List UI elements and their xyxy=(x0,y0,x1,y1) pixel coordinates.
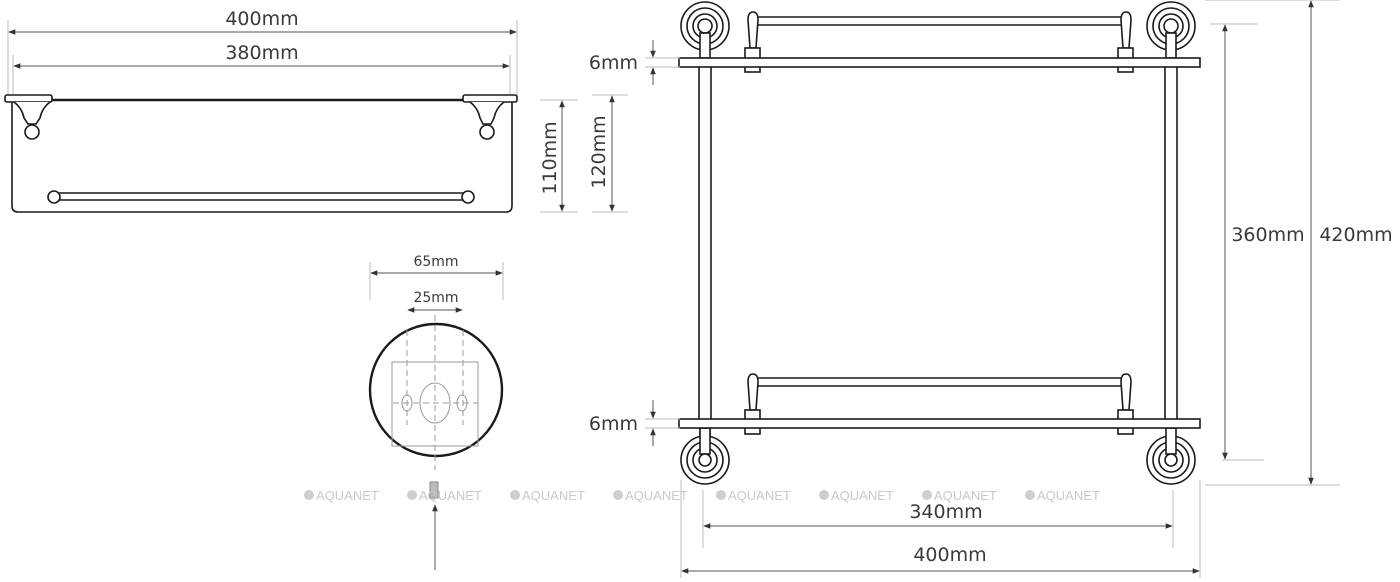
svg-text:AQUANET: AQUANET xyxy=(419,488,482,503)
bracket-plate-right xyxy=(462,94,518,103)
dim-label-glass-width: 380mm xyxy=(225,42,298,64)
watermark: AQUANET xyxy=(922,488,997,503)
svg-text:AQUANET: AQUANET xyxy=(316,488,379,503)
watermark: AQUANET xyxy=(613,488,688,503)
dim-label-overall-depth: 420mm xyxy=(1319,224,1392,246)
rosette-bottom-right xyxy=(1146,427,1196,485)
dim-label-inner-depth: 360mm xyxy=(1231,224,1304,246)
post-left xyxy=(698,65,712,421)
watermark: AQUANET xyxy=(510,488,585,503)
bracket-knob-right xyxy=(479,124,495,140)
center-hole xyxy=(419,382,451,424)
rosette-top-right xyxy=(1146,1,1196,59)
svg-text:AQUANET: AQUANET xyxy=(522,488,585,503)
dim-label-glass-thickness-bottom: 6mm xyxy=(589,413,638,435)
top-view: 6mm 6mm 340mm 400mm 360mm 420mm xyxy=(589,0,1393,578)
watermark: AQUANET xyxy=(304,488,379,503)
glass-shelf-top xyxy=(678,57,1201,68)
post-right xyxy=(1164,65,1178,421)
rosette-circle xyxy=(368,322,504,458)
watermark: AQUANET xyxy=(716,488,791,503)
glass-shelf-outline xyxy=(11,100,513,213)
svg-text:AQUANET: AQUANET xyxy=(1037,488,1100,503)
bracket-detail-view: 65mm 25mm xyxy=(368,254,504,570)
mounting-plate xyxy=(391,361,479,447)
dim-label-glass-thickness-top: 6mm xyxy=(589,52,638,74)
bracket-knob-left xyxy=(24,124,40,140)
dim-label-height-total: 120mm xyxy=(588,115,610,188)
dim-label-rosette-diameter: 65mm xyxy=(413,254,458,270)
svg-text:AQUANET: AQUANET xyxy=(728,488,791,503)
dim-label-rail-width: 340mm xyxy=(909,501,982,523)
watermark: AQUANET xyxy=(407,488,482,503)
dim-label-overall-width: 400mm xyxy=(225,8,298,30)
svg-text:AQUANET: AQUANET xyxy=(934,488,997,503)
glass-shelf-bottom xyxy=(678,418,1201,429)
watermark: AQUANET xyxy=(1025,488,1100,503)
svg-text:AQUANET: AQUANET xyxy=(625,488,688,503)
set-screw xyxy=(429,481,439,499)
rosette-bottom-left xyxy=(680,427,730,485)
front-rail xyxy=(54,192,468,201)
svg-text:AQUANET: AQUANET xyxy=(831,488,894,503)
dim-label-overall-width-top: 400mm xyxy=(913,544,986,566)
rosette-top-left xyxy=(680,1,730,59)
watermark: AQUANET xyxy=(819,488,894,503)
dim-label-height-glass: 110mm xyxy=(539,121,561,194)
front-view: 400mm 380mm 110mm 120mm xyxy=(4,8,628,213)
watermark-row: AQUANET AQUANET AQUANET AQUANET AQUANET … xyxy=(304,488,1100,503)
bracket-plate-left xyxy=(4,94,53,103)
dim-label-hole-spacing: 25mm xyxy=(413,290,458,306)
